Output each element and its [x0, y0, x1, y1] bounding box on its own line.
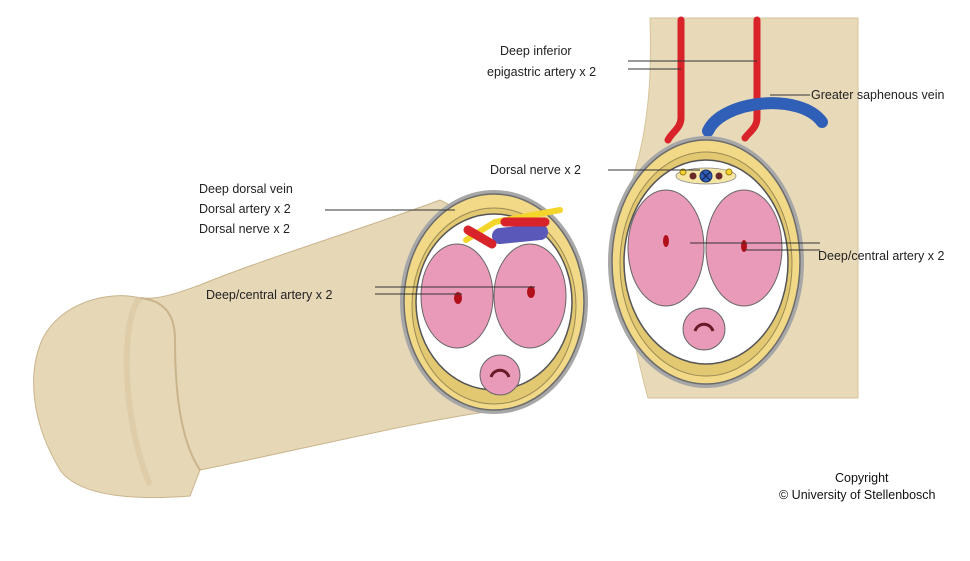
copyright-line1: Copyright	[835, 471, 889, 485]
greater-saphenous-vein	[702, 97, 828, 137]
left-shaft-cross-section	[400, 190, 588, 414]
deep-inferior-epigastric-arteries	[664, 16, 761, 144]
right-corpus-cavernosum-left	[627, 189, 705, 307]
label-deep-dorsal-vein: Deep dorsal vein	[199, 182, 293, 196]
penile-shaft-drawing	[33, 199, 501, 499]
label-deep-central-artery-right: Deep/central artery x 2	[818, 249, 944, 263]
label-deep-central-artery-left: Deep/central artery x 2	[206, 288, 332, 302]
label-dorsal-nerve-left: Dorsal nerve x 2	[199, 222, 290, 236]
label-dorsal-nerve-right: Dorsal nerve x 2	[490, 163, 581, 177]
right-dorsal-nerve-right	[725, 168, 733, 176]
right-corpus-spongiosum	[682, 307, 726, 351]
label-greater-saphenous-vein: Greater saphenous vein	[811, 88, 944, 102]
left-dorsal-artery-a	[463, 225, 497, 249]
left-deep-dorsal-vein	[492, 224, 548, 244]
copyright-line2: © University of Stellenbosch	[779, 488, 936, 502]
right-shaft-cross-section	[608, 136, 804, 388]
label-deep-inferior-line2: epigastric artery x 2	[487, 65, 596, 79]
label-deep-inferior-line1: Deep inferior	[500, 44, 572, 58]
left-deep-artery-right	[527, 286, 535, 298]
leader-lines	[325, 60, 820, 295]
label-dorsal-artery: Dorsal artery x 2	[199, 202, 291, 216]
left-deep-artery-left	[454, 292, 462, 304]
right-deep-artery-left	[663, 235, 669, 247]
left-corpus-spongiosum	[479, 354, 521, 396]
